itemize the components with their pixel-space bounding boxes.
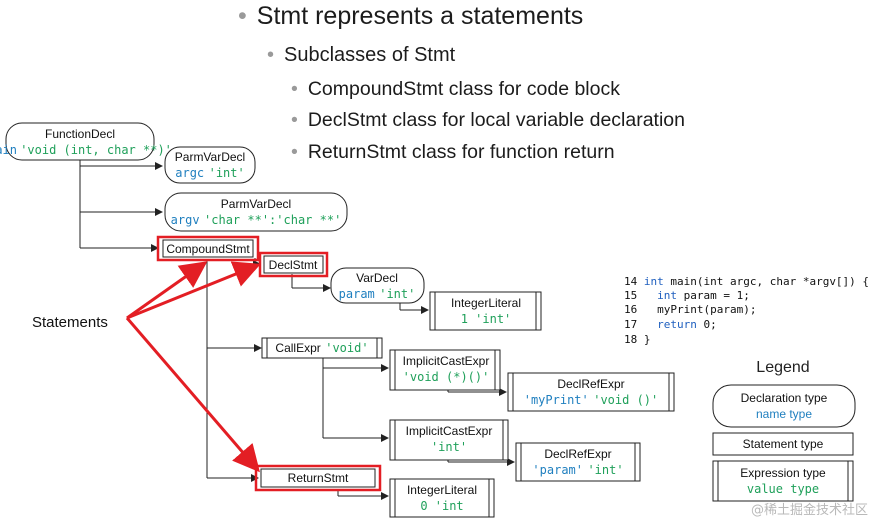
decl-ref-1-title: DeclRefExpr: [557, 377, 624, 391]
node-implicit-cast-expr-2: ImplicitCastExpr 'int': [389, 419, 509, 461]
integer-literal-1-title: IntegerLiteral: [451, 296, 521, 310]
integer-literal-1-type: 1 'int': [461, 312, 512, 326]
node-integer-literal-1: IntegerLiteral 1 'int': [429, 291, 542, 331]
bullet-declstmt: •DeclStmt class for local variable decla…: [291, 109, 685, 131]
node-implicit-cast-expr-1: ImplicitCastExpr 'void (*)()': [389, 349, 501, 391]
node-parm-var-decl-argc: ParmVarDecl argc 'int': [164, 146, 256, 184]
var-decl-title: VarDecl: [356, 271, 398, 285]
implicit-cast-1-title: ImplicitCastExpr: [403, 354, 490, 368]
node-call-expr: CallExpr 'void': [261, 337, 383, 359]
call-expr-title: CallExpr: [275, 341, 320, 355]
code-line-15: 15 int param = 1;: [624, 289, 750, 302]
parm-argv-title: ParmVarDecl: [221, 197, 291, 211]
function-decl-type: 'void (int, char **)': [20, 143, 172, 157]
decl-ref-2-name: 'param': [532, 463, 583, 477]
svg-text:argv 'char **':'char **': argv 'char **':'char **': [171, 211, 342, 228]
parm-argc-name: argc: [175, 166, 204, 180]
svg-text:argc 'int': argc 'int': [175, 164, 244, 181]
decl-ref-1-type: 'void ()': [593, 393, 658, 407]
function-decl-title: FunctionDecl: [45, 127, 115, 141]
legend: Legend Declaration type name type Statem…: [712, 359, 856, 502]
implicit-cast-2-type: 'int': [431, 440, 467, 454]
node-integer-literal-0: IntegerLiteral 0 'int: [389, 478, 495, 518]
node-return-stmt: ReturnStmt: [254, 464, 382, 492]
svg-text:main 'void (int, char **)': main 'void (int, char **)': [0, 143, 172, 157]
parm-argc-title: ParmVarDecl: [175, 150, 245, 164]
parm-argc-type: 'int': [209, 166, 245, 180]
legend-name-type: name type: [756, 407, 812, 421]
decl-ref-1-name: 'myPrint': [524, 393, 589, 407]
code-line-17: 17 return 0;: [624, 318, 717, 331]
legend-statement-type: Statement type: [743, 437, 824, 451]
decl-ref-2-type: 'int': [587, 463, 623, 477]
node-function-decl: FunctionDecl main 'void (int, char **)': [0, 122, 172, 161]
var-decl-name: param: [339, 287, 375, 301]
bullet-returnstmt: •ReturnStmt class for function return: [291, 141, 615, 163]
bullet-level2: •Subclasses of Stmt: [267, 44, 456, 66]
legend-expression-type: Expression type: [740, 466, 826, 480]
parm-argv-type: 'char **':'char **': [204, 213, 341, 227]
parm-argv-name: argv: [171, 213, 200, 227]
statements-arrows: [125, 261, 261, 473]
bullet-level1: •Stmt represents a statements: [238, 2, 584, 30]
function-decl-name: main: [0, 143, 17, 157]
legend-declaration-type: Declaration type: [741, 391, 828, 405]
decl-stmt-title: DeclStmt: [269, 258, 318, 272]
arrow-to-compound-stmt: [126, 261, 208, 320]
node-parm-var-decl-argv: ParmVarDecl argv 'char **':'char **': [164, 192, 348, 232]
implicit-cast-1-type: 'void (*)()': [403, 370, 490, 384]
implicit-cast-2-title: ImplicitCastExpr: [406, 424, 493, 438]
code-line-16: 16 myPrint(param);: [624, 303, 756, 316]
svg-text:'param' 'int': 'param' 'int': [532, 461, 623, 478]
code-line-14: 14 int main(int argc, char *argv[]) {: [624, 275, 869, 288]
node-var-decl: VarDecl param 'int': [330, 267, 425, 304]
svg-text:CallExpr 'void': CallExpr 'void': [275, 339, 368, 356]
decl-ref-2-title: DeclRefExpr: [544, 447, 611, 461]
node-decl-ref-expr-myprint: DeclRefExpr 'myPrint' 'void ()': [507, 372, 675, 412]
svg-text:'myPrint' 'void ()': 'myPrint' 'void ()': [524, 391, 659, 408]
compound-stmt-title: CompoundStmt: [166, 242, 250, 256]
code-line-18: 18 }: [624, 333, 651, 346]
integer-literal-0-type: 0 'int: [420, 499, 463, 513]
watermark: @稀土掘金技术社区: [751, 502, 868, 518]
node-compound-stmt: CompoundStmt: [156, 235, 260, 262]
return-stmt-title: ReturnStmt: [288, 471, 349, 485]
statements-label: Statements: [32, 314, 108, 331]
arrow-to-return-stmt: [125, 317, 260, 473]
legend-title: Legend: [756, 359, 809, 376]
call-expr-type: 'void': [325, 341, 368, 355]
bullet-compoundstmt: •CompoundStmt class for code block: [291, 78, 620, 100]
node-decl-stmt: DeclStmt: [258, 251, 329, 278]
node-decl-ref-expr-param: DeclRefExpr 'param' 'int': [515, 442, 641, 482]
source-code: 14 int main(int argc, char *argv[]) { 15…: [624, 275, 869, 346]
arrow-to-decl-stmt: [126, 261, 261, 320]
legend-value-type: value type: [747, 482, 819, 496]
integer-literal-0-title: IntegerLiteral: [407, 483, 477, 497]
var-decl-type: 'int': [379, 287, 415, 301]
svg-text:param 'int': param 'int': [339, 285, 416, 302]
